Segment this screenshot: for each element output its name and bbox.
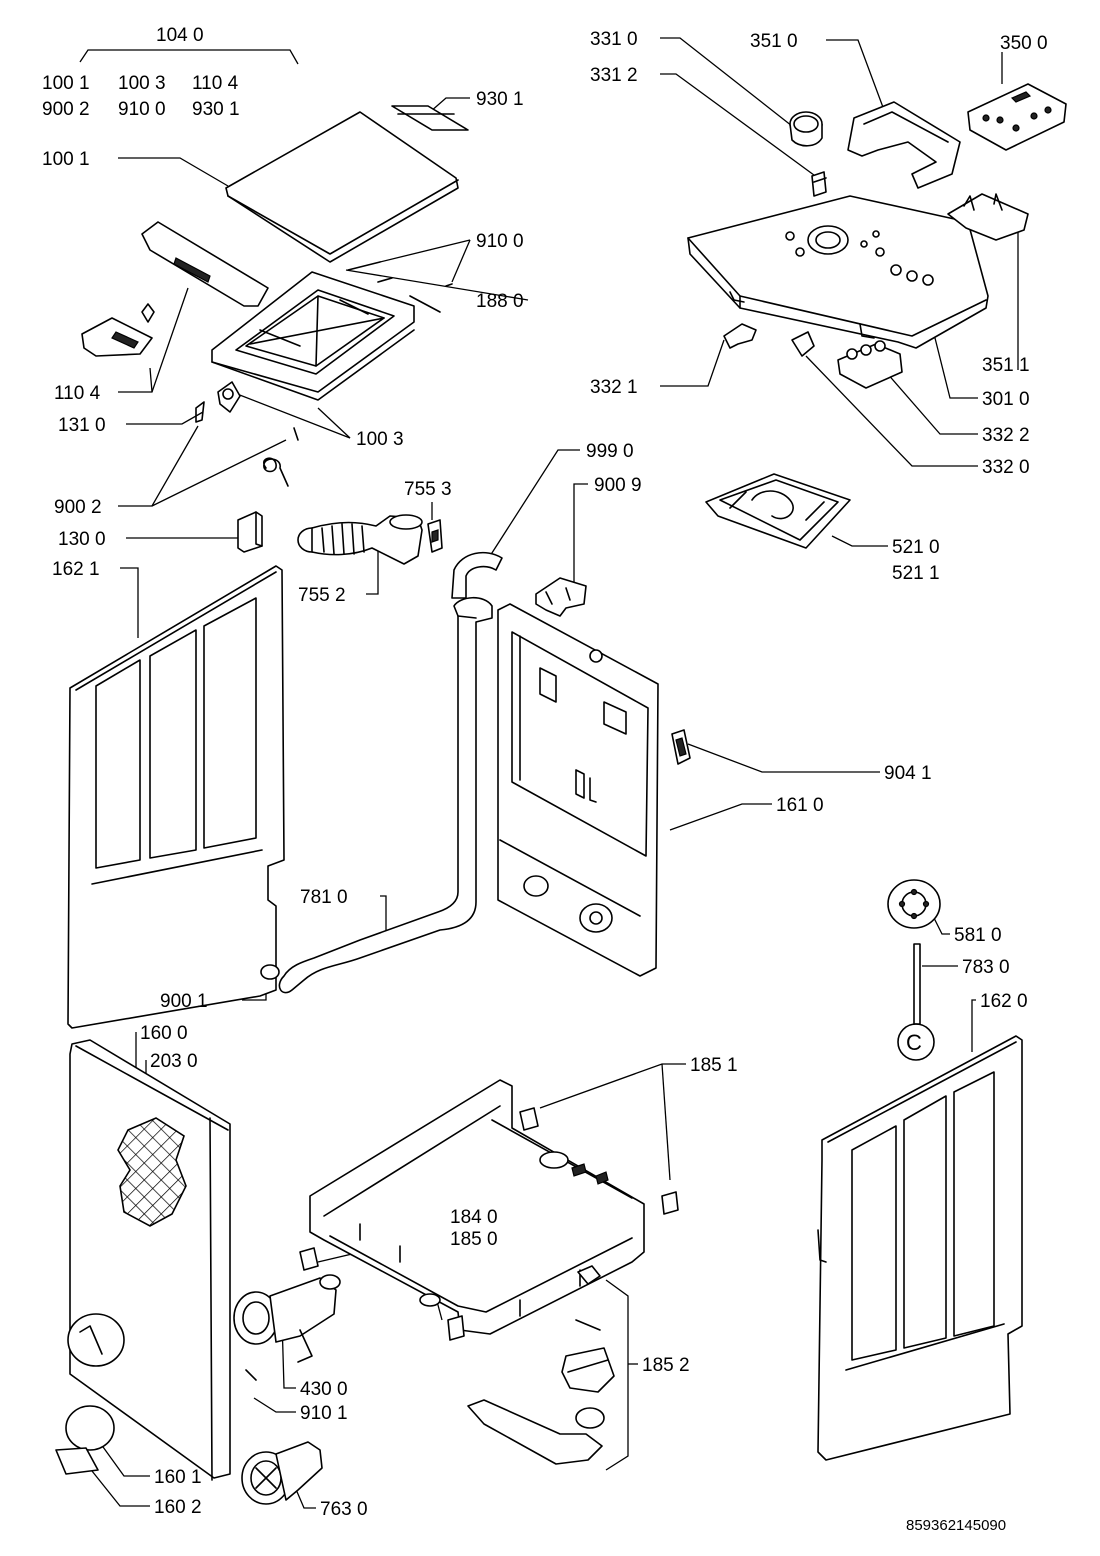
label-904-1: 904 1 xyxy=(884,763,932,784)
label-930-1-kit: 930 1 xyxy=(192,99,240,120)
part-160-0-front-panel xyxy=(67,1039,231,1481)
circle-c-marker xyxy=(897,1023,935,1061)
part-100-3-spring xyxy=(263,427,299,487)
label-203-0: 203 0 xyxy=(150,1051,198,1072)
label-910-1: 910 1 xyxy=(300,1403,348,1424)
circle-c-label: C xyxy=(906,1030,922,1055)
part-332-1-lever xyxy=(723,323,757,349)
label-351-0: 351 0 xyxy=(750,31,798,52)
part-332-2-button-block xyxy=(837,340,903,389)
part-110-4-front-trim xyxy=(141,221,269,307)
label-185-2: 185 2 xyxy=(642,1355,690,1376)
label-521-1: 521 1 xyxy=(892,563,940,584)
label-332-0: 332 0 xyxy=(982,457,1030,478)
part-755-2-bellows-hose xyxy=(297,514,423,565)
label-331-2: 331 2 xyxy=(590,65,638,86)
part-904-1-clip xyxy=(671,729,691,765)
part-130-0-cover xyxy=(237,511,263,553)
label-910-0-kit: 910 0 xyxy=(118,99,166,120)
part-161-0-rear-panel xyxy=(497,603,659,977)
label-781-0: 781 0 xyxy=(300,887,348,908)
part-331-2-knob-shaft xyxy=(811,171,827,197)
label-100-3-kit: 100 3 xyxy=(118,73,166,94)
label-131-0: 131 0 xyxy=(58,415,106,436)
label-755-2: 755 2 xyxy=(298,585,346,606)
part-160-1-door xyxy=(65,1405,115,1451)
label-110-4-kit: 110 4 xyxy=(192,73,239,94)
part-900-9-bracket xyxy=(535,577,587,617)
label-162-1: 162 1 xyxy=(52,559,100,580)
part-351-0-bracket xyxy=(847,101,961,189)
part-351-1-switch-holder xyxy=(947,193,1029,241)
label-160-0: 160 0 xyxy=(140,1023,188,1044)
label-350-0: 350 0 xyxy=(1000,33,1048,54)
label-332-1: 332 1 xyxy=(590,377,638,398)
label-184-0: 184 0 xyxy=(450,1207,498,1228)
label-185-0: 185 0 xyxy=(450,1229,498,1250)
part-185-0-foot xyxy=(299,1247,465,1341)
label-900-9: 900 9 xyxy=(594,475,642,496)
part-350-0-circuit-board xyxy=(967,83,1067,151)
part-185-1-foot xyxy=(519,1107,679,1215)
label-110-4: 110 4 xyxy=(54,383,101,404)
label-100-1: 100 1 xyxy=(42,149,90,170)
label-581-0: 581 0 xyxy=(954,925,1002,946)
part-185-2-stand-parts xyxy=(467,1265,615,1465)
part-301-0-control-panel xyxy=(687,195,989,349)
label-161-0: 161 0 xyxy=(776,795,824,816)
part-430-0-drain-pump xyxy=(233,1274,341,1363)
part-910-1-screw xyxy=(245,1369,257,1381)
part-162-1-side-panel xyxy=(67,565,285,1029)
part-100-1-top-lid xyxy=(225,111,459,263)
part-900-1-plug xyxy=(260,964,280,980)
drawing-number: 859362145090 xyxy=(906,1517,1007,1534)
label-100-1-kit: 100 1 xyxy=(42,73,90,94)
label-188-0: 188 0 xyxy=(476,291,524,312)
part-160-2-latch xyxy=(55,1447,99,1475)
label-160-1: 160 1 xyxy=(154,1467,202,1488)
label-185-1: 185 1 xyxy=(690,1055,738,1076)
label-763-0: 763 0 xyxy=(320,1499,368,1520)
label-332-2: 332 2 xyxy=(982,425,1030,446)
part-110-4-clip xyxy=(81,303,155,357)
part-521-0-dispenser xyxy=(705,473,851,549)
label-351-1: 351 1 xyxy=(982,355,1030,376)
label-521-0: 521 0 xyxy=(892,537,940,558)
label-900-2-kit: 900 2 xyxy=(42,99,90,120)
part-755-3-clamp xyxy=(427,519,443,553)
part-100-3-top-frame xyxy=(211,271,415,401)
part-188-0-hinge-rod xyxy=(347,261,453,313)
label-900-2: 900 2 xyxy=(54,497,102,518)
label-104-0: 104 0 xyxy=(156,25,204,46)
part-930-1-trim-strip xyxy=(391,105,469,131)
part-763-0-filter xyxy=(241,1441,323,1505)
part-162-0-side-panel xyxy=(817,1035,1023,1461)
label-162-0: 162 0 xyxy=(980,991,1028,1012)
label-900-1: 900 1 xyxy=(160,991,208,1012)
part-332-0-lever xyxy=(791,331,815,357)
part-783-0-rod xyxy=(913,943,921,1025)
label-160-2: 160 2 xyxy=(154,1497,202,1518)
label-430-0: 430 0 xyxy=(300,1379,348,1400)
part-203-0-mesh-insulation xyxy=(117,1117,187,1227)
label-331-0: 331 0 xyxy=(590,29,638,50)
label-930-1: 930 1 xyxy=(476,89,524,110)
label-130-0: 130 0 xyxy=(58,529,106,550)
part-581-0-motor-cap xyxy=(887,879,941,929)
label-783-0: 783 0 xyxy=(962,957,1010,978)
label-301-0: 301 0 xyxy=(982,389,1030,410)
part-331-0-knob xyxy=(789,111,823,147)
label-910-0: 910 0 xyxy=(476,231,524,252)
label-755-3: 755 3 xyxy=(404,479,452,500)
label-999-0: 999 0 xyxy=(586,441,634,462)
part-131-0-lock xyxy=(195,381,241,423)
part-781-0-drain-hose xyxy=(278,596,493,994)
label-100-3: 100 3 xyxy=(356,429,404,450)
part-999-0-elbow xyxy=(451,551,503,599)
part-184-0-base-frame xyxy=(309,1079,645,1335)
